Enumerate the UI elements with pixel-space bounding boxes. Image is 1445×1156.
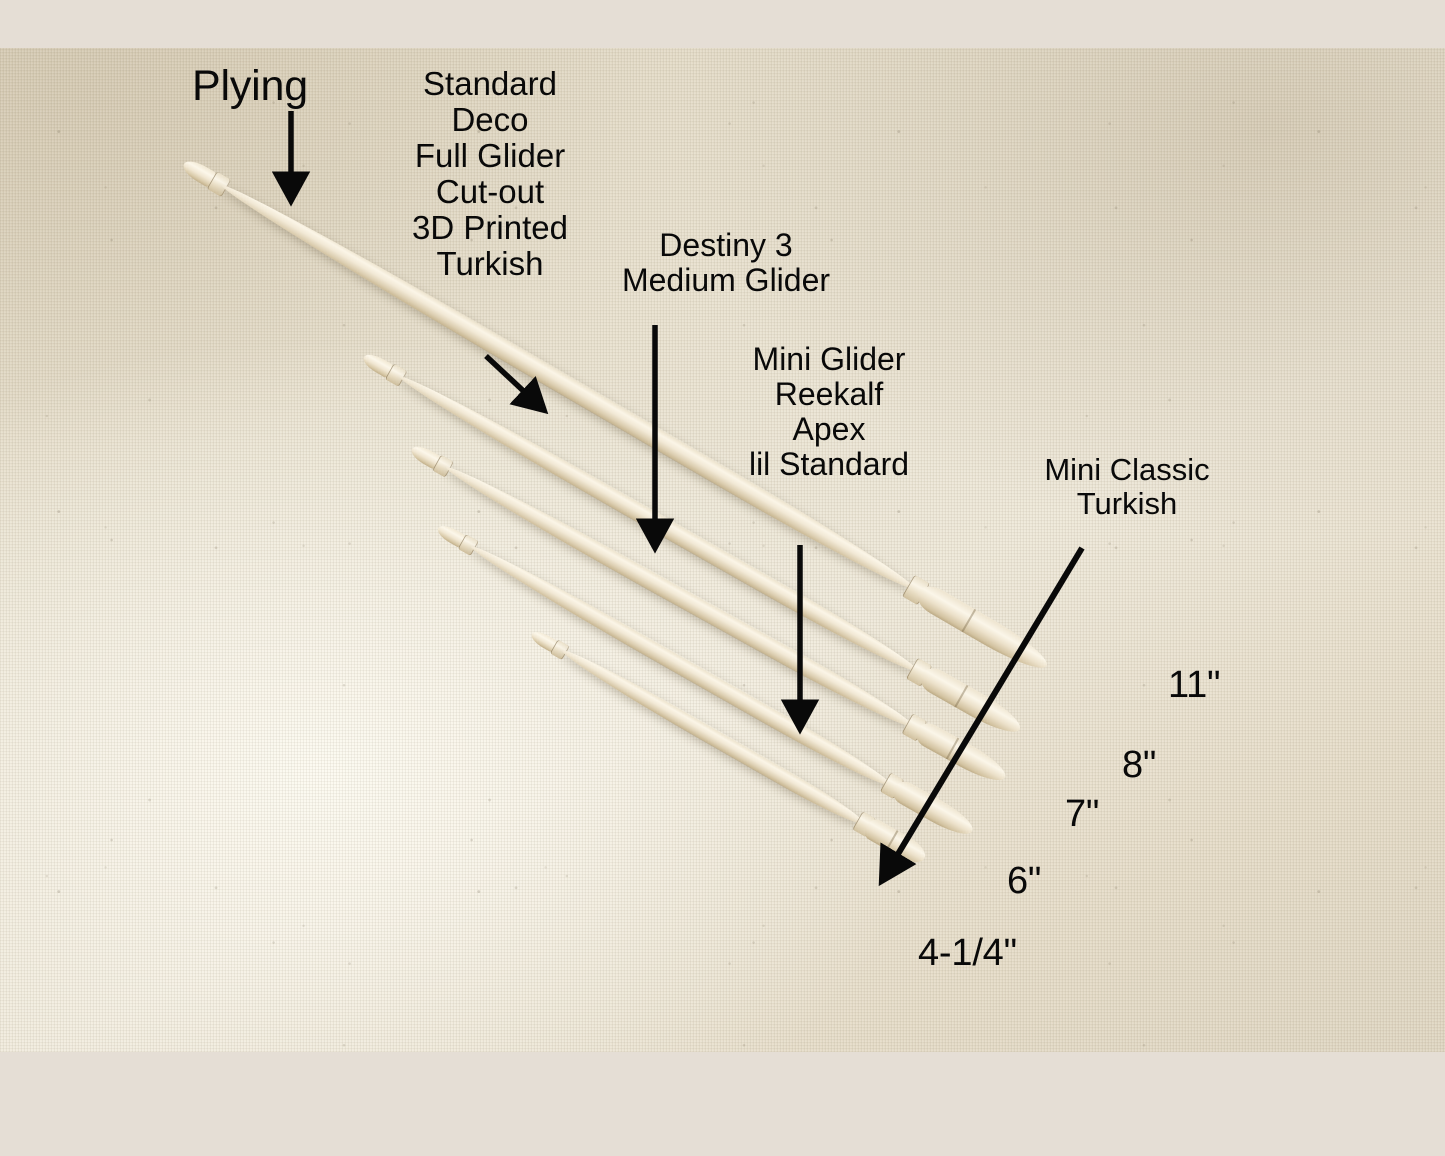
size-4-1-4: 4-1/4" <box>918 932 1017 974</box>
label-standard: Standard <box>423 65 557 102</box>
size-7: 7" <box>1065 793 1100 835</box>
letterbox-band-bottom <box>0 1052 1445 1156</box>
label-group-destiny: Destiny 3 Medium Glider <box>590 228 862 298</box>
size-6: 6" <box>1007 860 1042 902</box>
spindle-comparison-photo: Plying Standard Deco Full Glider Cut-out… <box>0 48 1445 1052</box>
label-mini-classic: Mini Classic <box>1044 452 1210 487</box>
label-deco: Deco <box>451 100 529 138</box>
label-3d-printed: 3D Printed <box>412 208 568 246</box>
label-turkish-mini-classic: Turkish <box>1076 485 1178 521</box>
label-group-standard: Standard Deco Full Glider Cut-out 3D Pri… <box>385 66 595 282</box>
label-reekalf: Reekalf <box>774 375 884 412</box>
label-mini-glider: Mini Glider <box>752 341 906 377</box>
size-11: 11" <box>1168 664 1221 706</box>
label-turkish: Turkish <box>436 244 544 282</box>
letterbox-band-top <box>0 0 1445 48</box>
label-cut-out: Cut-out <box>435 172 545 210</box>
label-lil-standard: lil Standard <box>748 445 910 482</box>
label-group-mini-classic: Mini Classic Turkish <box>1012 453 1242 521</box>
label-destiny-3: Destiny 3 <box>659 227 793 263</box>
label-full-glider: Full Glider <box>414 136 566 174</box>
label-medium-glider: Medium Glider <box>621 261 831 298</box>
size-8: 8" <box>1122 744 1157 786</box>
label-group-mini: Mini Glider Reekalf Apex lil Standard <box>718 342 940 482</box>
label-plying: Plying <box>192 62 308 110</box>
label-apex: Apex <box>792 410 866 447</box>
